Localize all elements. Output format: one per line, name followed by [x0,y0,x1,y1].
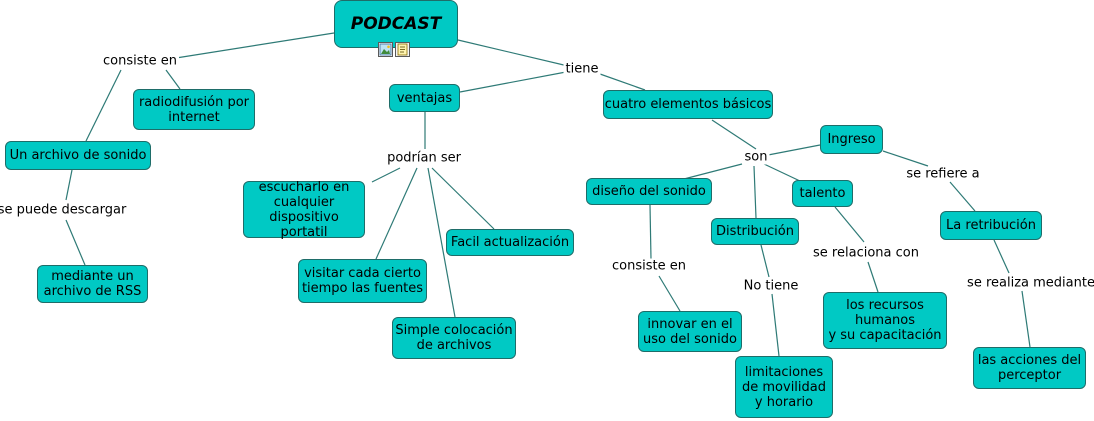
edge [1021,290,1031,348]
edge [882,150,929,167]
node-ventajas[interactable]: ventajas [389,84,460,112]
node-innovar[interactable]: innovar en el uso del sonido [638,311,742,352]
edge [457,39,569,67]
edge [763,163,801,182]
edge [375,167,418,260]
node-visitar[interactable]: visitar cada cierto tiempo las fuentes [298,259,427,303]
edge [658,275,681,312]
link-se-relaciona-con: se relaciona con [811,245,921,261]
edge [175,32,335,59]
node-simple[interactable]: Simple colocación de archivos [392,317,516,359]
node-ingreso[interactable]: Ingreso [820,125,883,154]
edge [949,181,976,212]
edge [867,261,879,293]
node-escucharlo[interactable]: escucharlo en cualquier dispositivo port… [243,180,365,240]
link-no-tiene: No tiene [741,278,801,294]
link-consiste-en: consiste en [101,53,179,69]
node-recursos-humanos[interactable]: los recursos humanos y su capacitación [823,292,947,349]
edge [459,71,567,93]
edge [85,69,122,142]
document-icon[interactable] [395,42,410,57]
edge [649,204,652,260]
node-acciones-perceptor[interactable]: las acciones del perceptor [973,347,1086,389]
edge [760,244,770,278]
link-se-puede-descargar: se puede descargar [0,202,129,218]
edge [711,119,757,150]
node-facil[interactable]: Facil actualización [446,229,574,256]
node-cuatro-elementos[interactable]: cuatro elementos básicos [603,90,773,119]
edge [371,167,401,183]
node-rss[interactable]: mediante un archivo de RSS [37,265,148,303]
node-retribucion[interactable]: La retribución [940,211,1042,240]
image-icon[interactable] [378,42,393,57]
node-archivo-sonido[interactable]: Un archivo de sonido [5,141,151,170]
node-limitaciones[interactable]: limitaciones de movilidad y horario [735,356,833,418]
edge [753,165,757,219]
root-node[interactable]: PODCAST [334,0,458,48]
link-se-realiza-mediante: se realiza mediante [965,275,1094,291]
node-diseno-sonido[interactable]: diseño del sonido [586,178,712,205]
edge [65,169,73,201]
node-distribucion[interactable]: Distribución [711,218,799,245]
link-tiene: tiene [563,61,601,77]
edge [599,73,646,91]
edge [427,167,456,318]
link-consiste-en-2: consiste en [610,258,688,274]
link-podrian-ser: podrían ser [385,150,463,166]
edge [65,219,86,266]
edge [993,239,1010,274]
link-se-refiere-a: se refiere a [904,166,982,182]
link-son: son [742,149,770,165]
edge [431,167,495,230]
node-talento[interactable]: talento [792,180,853,207]
edge [767,144,821,156]
edge [679,163,743,181]
edge [165,69,181,90]
node-radiodifusion[interactable]: radiodifusión por internet [133,89,255,130]
edge [771,293,780,357]
edge [834,206,865,243]
